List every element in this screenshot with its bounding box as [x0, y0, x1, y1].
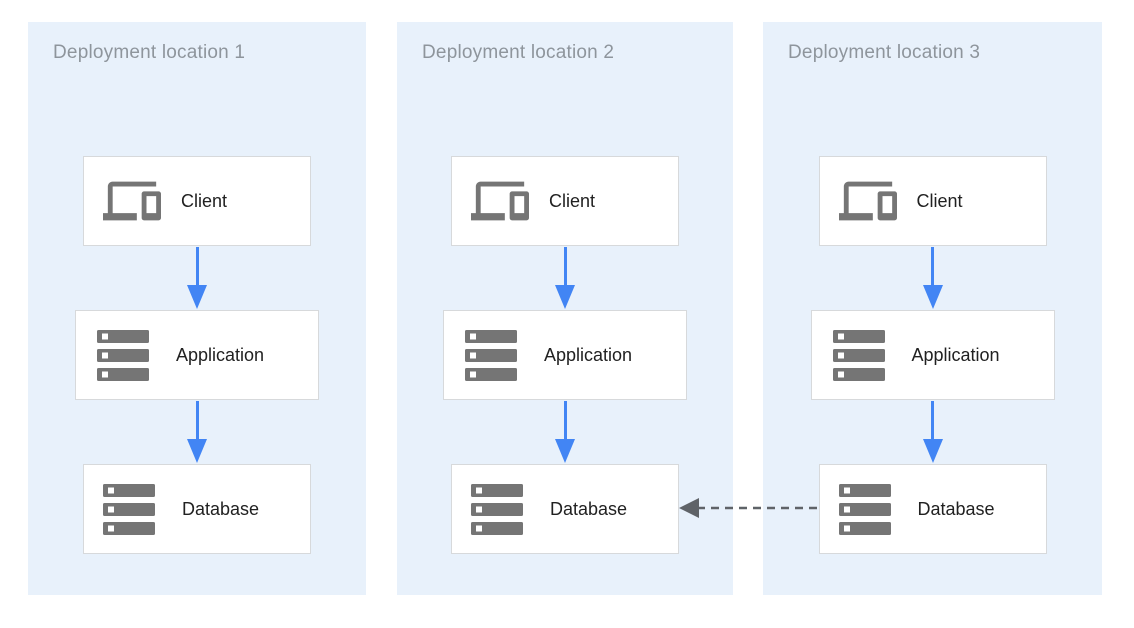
- panel-title: Deployment location 1: [53, 42, 246, 63]
- flow-arrow-client-to-application: [187, 247, 207, 309]
- deployment-location-panel-3: Deployment location 3 Client Application…: [763, 22, 1102, 595]
- node-label: Database: [917, 498, 995, 519]
- server-stack-icon: [465, 329, 517, 381]
- server-stack-icon: [103, 483, 155, 535]
- node-label: Client: [181, 190, 228, 211]
- database-node: Database: [451, 464, 679, 554]
- node-label: Application: [911, 344, 1000, 365]
- server-stack-icon: [471, 483, 523, 535]
- node-label: Application: [176, 344, 265, 365]
- server-stack-icon: [838, 483, 891, 535]
- deployment-location-panel-1: Deployment location 1 Client Application…: [28, 22, 366, 595]
- flow-arrow-client-to-application: [922, 247, 943, 309]
- database-node: Database: [818, 464, 1047, 554]
- panel-title: Deployment location 2: [422, 42, 615, 63]
- panel-title: Deployment location 3: [788, 42, 981, 63]
- deployment-location-panel-2: Deployment location 2 Client Application…: [397, 22, 733, 595]
- application-node: Application: [443, 310, 687, 400]
- flow-arrow-application-to-database: [555, 401, 575, 463]
- application-node: Application: [810, 310, 1055, 400]
- application-node: Application: [75, 310, 319, 400]
- server-stack-icon: [832, 329, 885, 381]
- node-label: Application: [544, 344, 633, 365]
- database-node: Database: [83, 464, 311, 554]
- node-label: Database: [550, 498, 628, 519]
- devices-icon: [103, 172, 161, 230]
- node-label: Client: [549, 190, 596, 211]
- server-stack-icon: [97, 329, 149, 381]
- flow-arrow-application-to-database: [187, 401, 207, 463]
- node-label: Database: [182, 498, 260, 519]
- devices-icon: [838, 172, 897, 230]
- replication-dashed-arrow: [679, 498, 820, 518]
- client-node: Client: [818, 156, 1047, 246]
- flow-arrow-application-to-database: [922, 401, 943, 463]
- flow-arrow-client-to-application: [555, 247, 575, 309]
- node-label: Client: [916, 190, 963, 211]
- client-node: Client: [83, 156, 311, 246]
- devices-icon: [471, 172, 529, 230]
- client-node: Client: [451, 156, 679, 246]
